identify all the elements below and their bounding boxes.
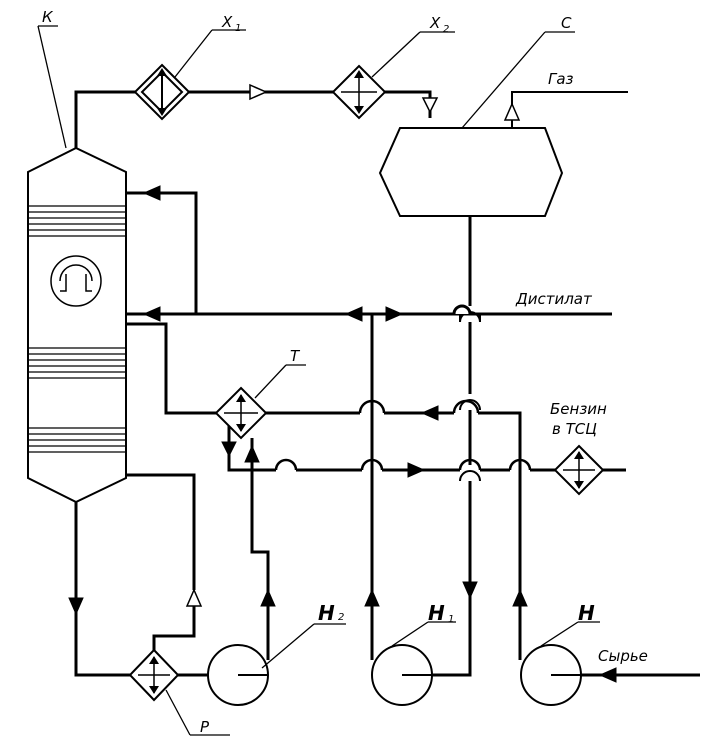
label-gasoline: Бензин	[550, 400, 607, 418]
cooler-right	[553, 444, 605, 496]
label-x1: X	[221, 13, 233, 31]
label-x1-sub: 1	[235, 23, 241, 34]
label-x2-sub: 2	[443, 24, 449, 35]
flow-arrow-feed	[598, 667, 617, 683]
label-reboiler: Р	[200, 718, 210, 736]
label-pump-h2: Н	[318, 601, 335, 625]
pump-h1	[371, 644, 433, 706]
cooler-x2	[331, 64, 387, 120]
flow-arrow-overhead	[249, 83, 268, 101]
cooler-x1	[133, 63, 191, 121]
labels: К X 1 X 2 C Газ Дистилат Бензин в ТСЦ Т …	[42, 8, 648, 736]
flow-arrow-gasoline	[420, 405, 439, 421]
column-trays-lower	[28, 427, 126, 453]
label-pump-h1: Н	[428, 601, 445, 625]
pump-h	[520, 644, 582, 706]
label-distillate: Дистилат	[515, 290, 593, 308]
label-pump-h: Н	[578, 601, 595, 625]
stripper-symbol	[50, 255, 102, 307]
column-trays-middle	[28, 347, 126, 379]
label-pump-h1-sub: 1	[448, 614, 454, 625]
label-x2: X	[429, 14, 441, 32]
separator-vessel	[378, 127, 564, 217]
label-heat-exchanger: Т	[290, 347, 301, 365]
label-column: К	[42, 8, 54, 26]
heat-exchanger-t	[214, 386, 268, 440]
flow-arrow-to-h1	[462, 581, 478, 600]
flow-arrow-h	[512, 588, 528, 607]
flow-arrow-to-separator	[421, 97, 439, 114]
label-pump-h2-sub: 2	[338, 612, 344, 623]
label-separator: C	[561, 14, 572, 32]
flow-arrow-h2	[260, 588, 276, 607]
pump-h2	[207, 644, 269, 706]
label-feed: Сырье	[598, 647, 648, 665]
column-trays-upper	[28, 205, 126, 237]
flow-arrow-gas	[503, 102, 521, 121]
distillation-column	[27, 146, 127, 504]
label-to-tsc: в ТСЦ	[552, 420, 597, 438]
flow-arrow-bottoms	[68, 597, 84, 616]
flow-arrow-reflux-top	[142, 185, 161, 201]
reboiler-p	[128, 648, 180, 702]
label-gas: Газ	[548, 70, 574, 88]
flow-arrow-h1	[364, 588, 380, 607]
flow-arrow-reflux-mid	[142, 306, 161, 322]
